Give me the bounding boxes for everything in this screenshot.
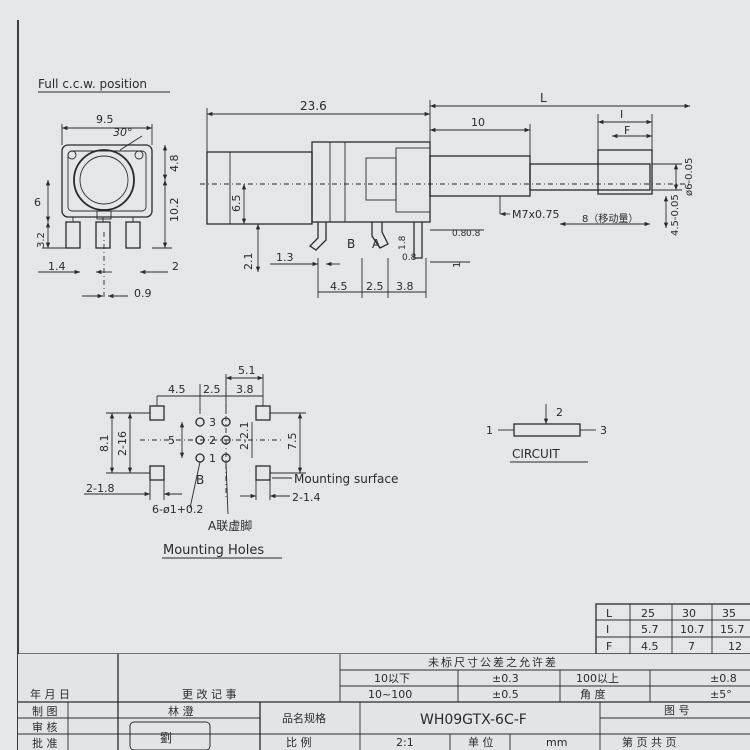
size-table-r0c0: I xyxy=(606,623,609,636)
dim-knurl: 4.5-0.05 xyxy=(670,194,681,236)
dim-left-height: 6 xyxy=(34,196,41,209)
mh-mounting-surface: Mounting surface xyxy=(294,472,398,486)
dim-l-label: I xyxy=(620,108,623,121)
dim-shaft-dia: ø6-0.05 xyxy=(684,158,695,196)
circuit-label: CIRCUIT xyxy=(512,447,560,461)
title-block: 未标尺寸公差之允许差 10以下 ±0.3 100以上 ±0.8 10~100 ±… xyxy=(18,654,750,750)
scale-value: 2:1 xyxy=(396,736,414,749)
mounting-holes-title: Mounting Holes xyxy=(163,543,264,558)
mh-dim-holes: 6-ø1+0.2 xyxy=(152,503,203,516)
dim-gap: 1 xyxy=(452,262,463,268)
pin-number-2: 2 xyxy=(209,434,216,447)
size-table-r1c1: 4.5 xyxy=(641,640,659,653)
size-table-r0c2: 10.7 xyxy=(680,623,705,636)
mh-dim-left-inner: 2-16 xyxy=(116,431,129,456)
dim-spacing-1: 4.5 xyxy=(330,280,348,293)
mh-dim-left-outer: 8.1 xyxy=(98,435,111,453)
dim-spacing-2: 2.5 xyxy=(366,280,384,293)
page-label: 第 页 共 页 xyxy=(622,735,677,749)
rev-header-note: 更 改 记 事 xyxy=(182,687,237,701)
dim-pin-w-1: 1.8 xyxy=(398,235,408,250)
dim-pin-w-4: 0.8 xyxy=(466,229,481,239)
dim-pin: 1.3 xyxy=(276,251,294,264)
mh-dim-s2: 2.5 xyxy=(203,383,221,396)
mh-dim-bottom-right: 2-1.4 xyxy=(292,491,320,504)
stamp-glyph: 劉 xyxy=(160,730,172,745)
circuit: 1 2 3 CIRCUIT xyxy=(486,404,607,463)
mh-dim-top-span: 5.1 xyxy=(238,364,256,377)
size-table-head-2: 30 xyxy=(682,607,696,620)
dim-overall: 23.6 xyxy=(300,99,327,113)
mh-dim-bottom-left: 2-1.8 xyxy=(86,482,114,495)
approval-stamp: 劉 xyxy=(129,721,211,750)
dim-thread: M7x0.75 xyxy=(512,208,560,221)
unit-value: mm xyxy=(546,736,567,749)
tol-r1c1: ±0.5 xyxy=(492,688,519,701)
dim-pin-w-3: 0.8 xyxy=(452,229,467,239)
drawer-name: 林 澄 xyxy=(168,704,194,718)
front-view-title: Full c.c.w. position xyxy=(38,77,147,91)
mh-a-note: A联虚脚 xyxy=(208,518,252,533)
role-drawn: 制 图 xyxy=(32,705,58,718)
shaft-circle xyxy=(73,149,135,211)
pin-number-3: 3 xyxy=(209,416,216,429)
mh-dim-mid: 5 xyxy=(168,434,175,447)
tol-r1c3: ±5° xyxy=(710,688,732,701)
front-view: Full c.c.w. position 30° 9.5 4.8 10.2 6 xyxy=(34,77,181,300)
size-table-r1c3: 12 xyxy=(728,640,742,653)
mh-group-label: B xyxy=(196,473,204,487)
circuit-pin-2: 2 xyxy=(556,406,563,419)
rev-header-date: 年 月 日 xyxy=(30,687,70,701)
part-name: WH09GTX-6C-F xyxy=(420,712,527,728)
mh-dim-s3: 3.8 xyxy=(236,383,254,396)
size-table-head-0: L xyxy=(606,607,613,620)
dim-f-label: F xyxy=(624,124,630,137)
unit-label: 单 位 xyxy=(468,735,494,749)
size-table-head-3: 35 xyxy=(722,607,736,620)
tol-r0c2: 100以上 xyxy=(576,672,619,685)
side-view: B A 23.6 L 10 I F ø6-0.05 4.5-0.05 M7x0.… xyxy=(200,91,695,298)
mounting-holes: 3 2 1 5.1 4.5 2.5 3.8 8.1 2-16 5 2-2.1 7… xyxy=(84,364,398,559)
dim-pin-thick: 0.9 xyxy=(134,287,152,300)
circuit-pin-1: 1 xyxy=(486,424,493,437)
size-table-head-1: 25 xyxy=(641,607,655,620)
mh-dim-right: 7.5 xyxy=(286,433,299,451)
tol-r1c2: 角 度 xyxy=(580,687,606,701)
tol-r1c0: 10~100 xyxy=(368,688,412,701)
size-table-r1c0: F xyxy=(606,640,612,653)
tolerance-title: 未标尺寸公差之允许差 xyxy=(428,655,558,669)
name-label: 品名规格 xyxy=(282,711,326,725)
side-label-b: B xyxy=(347,237,355,251)
dim-pin-side: 2 xyxy=(172,260,179,273)
side-label-a: A xyxy=(372,237,381,251)
drawing-no-label: 图 号 xyxy=(664,704,690,717)
size-table-r0c3: 15.7 xyxy=(720,623,745,636)
mh-dim-s1: 4.5 xyxy=(168,383,186,396)
tol-r0c0: 10以下 xyxy=(374,672,410,685)
dim-height-upper: 4.8 xyxy=(168,155,181,173)
dim-stroke: 8（移动量） xyxy=(582,212,638,225)
scale-label: 比 例 xyxy=(286,735,312,749)
dim-length-label: L xyxy=(540,91,547,105)
dim-height-lower: 10.2 xyxy=(168,198,181,223)
tol-r0c3: ±0.8 xyxy=(710,672,737,685)
size-table-r1c2: 7 xyxy=(688,640,695,653)
dim-pin-pitch: 1.4 xyxy=(48,260,66,273)
dim-base: 2.1 xyxy=(242,253,255,271)
role-approved: 批 准 xyxy=(32,736,58,750)
tol-r0c1: ±0.3 xyxy=(492,672,519,685)
mh-dim-pin-span: 2-2.1 xyxy=(238,422,251,450)
role-checked: 审 核 xyxy=(32,720,58,734)
dim-spacing-3: 3.8 xyxy=(396,280,414,293)
dim-pin-w-2: 0.8 xyxy=(402,253,417,263)
size-table-r0c1: 5.7 xyxy=(641,623,659,636)
dim-width: 9.5 xyxy=(96,113,114,126)
circuit-pin-3: 3 xyxy=(600,424,607,437)
pin-number-1: 1 xyxy=(209,452,216,465)
dim-offset: 6.5 xyxy=(230,195,243,213)
dim-shaft-part: 10 xyxy=(471,116,485,129)
dim-pin-height: 3.2 xyxy=(36,232,47,248)
